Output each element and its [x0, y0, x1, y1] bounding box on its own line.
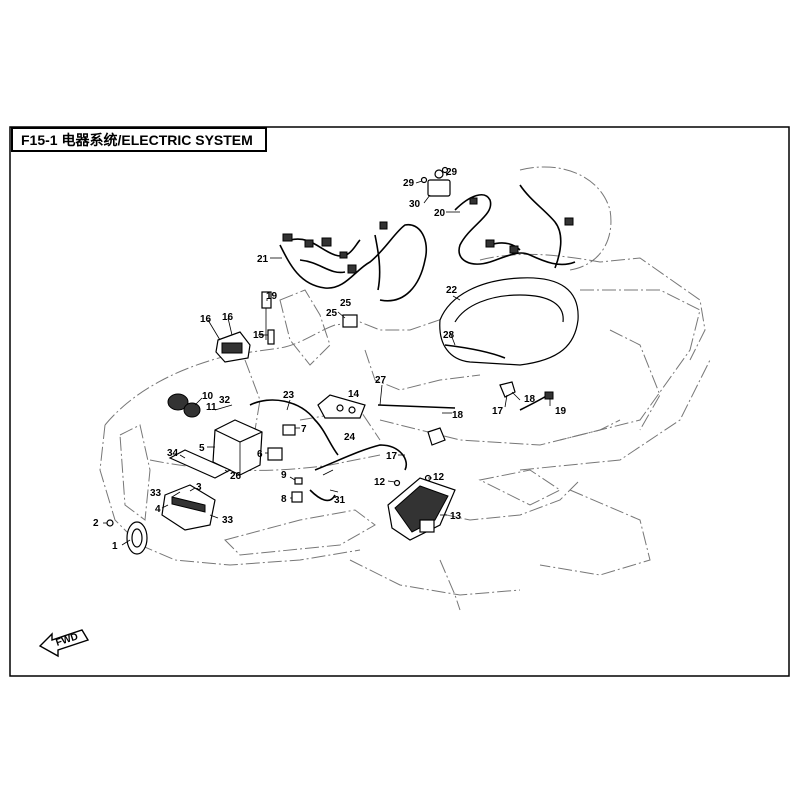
horn-screw [106, 519, 114, 527]
callout-30: 30 [409, 199, 421, 210]
sheet-border [9, 126, 790, 677]
callout-10: 10 [202, 391, 214, 402]
callout-27: 27 [375, 375, 387, 386]
callout-19b: 19 [555, 406, 567, 417]
control-unit [215, 331, 251, 363]
callout-29a: 29 [403, 178, 415, 189]
callout-5: 5 [199, 443, 205, 454]
horn [126, 521, 148, 555]
callout-33b: 33 [222, 515, 234, 526]
callout-16b: 16 [222, 312, 234, 323]
callout-28: 28 [443, 330, 455, 341]
speedometer-cable [444, 344, 506, 359]
callout-labels: 1 2 3 4 5 6 7 8 9 10 11 12 12 13 14 15 1… [93, 167, 567, 552]
ground-cable [314, 444, 407, 471]
callout-12b: 12 [433, 472, 445, 483]
seat [439, 277, 579, 366]
callout-9: 9 [281, 470, 287, 481]
screw-set [393, 474, 432, 487]
callout-17b: 17 [386, 451, 398, 462]
relay-component [427, 169, 451, 197]
callout-6: 6 [257, 449, 263, 460]
sensor-head [544, 391, 554, 400]
forward-direction-arrow: FWD [38, 629, 90, 658]
switch-assembly [317, 394, 366, 419]
callout-18a: 18 [524, 394, 536, 405]
battery-tray [168, 449, 232, 479]
diagram-title: F15-1 电器系统/ELECTRIC SYSTEM [21, 131, 253, 148]
callout-29b: 29 [446, 167, 458, 178]
main-wiring-harness [279, 221, 427, 302]
sensor-component [267, 329, 275, 345]
callout-22: 22 [446, 285, 458, 296]
relay-set [167, 393, 201, 418]
small-relay [282, 424, 296, 436]
battery [212, 419, 263, 476]
small-components [291, 477, 303, 503]
callout-34: 34 [167, 448, 179, 459]
relay-screws [420, 166, 449, 184]
harness-branch [309, 489, 336, 502]
rear-wiring-harness [454, 184, 576, 269]
callout-23: 23 [283, 390, 295, 401]
callout-11: 11 [206, 402, 217, 413]
sensor-right-group [427, 381, 516, 446]
callout-13: 13 [450, 511, 462, 522]
callout-21: 21 [257, 254, 269, 265]
callout-31: 31 [334, 495, 346, 506]
callout-15: 15 [253, 330, 265, 341]
callout-32: 32 [219, 395, 231, 406]
callout-25b: 25 [326, 308, 338, 319]
callout-1: 1 [112, 541, 118, 552]
callout-14: 14 [348, 389, 360, 400]
callout-18b: 18 [452, 410, 464, 421]
callout-2: 2 [93, 518, 99, 529]
rod-component [377, 404, 456, 409]
leader-lines [103, 171, 551, 546]
title-box: F15-1 电器系统/ELECTRIC SYSTEM [11, 127, 267, 152]
voltage-regulator [387, 477, 456, 541]
vehicle-body-outline [99, 166, 711, 611]
callout-20: 20 [434, 208, 446, 219]
callout-16a: 16 [200, 314, 212, 325]
callout-7: 7 [301, 424, 307, 435]
battery-cable [249, 399, 339, 456]
connector-component [342, 314, 358, 328]
starter-relay [267, 447, 283, 461]
callout-25a: 25 [340, 298, 352, 309]
callout-19a: 19 [266, 291, 278, 302]
callout-26: 26 [230, 471, 242, 482]
fuse-box [161, 484, 216, 531]
callout-24: 24 [344, 432, 356, 443]
callout-17a: 17 [492, 406, 504, 417]
callout-4: 4 [155, 504, 161, 515]
callout-8: 8 [281, 494, 287, 505]
callout-33a: 33 [150, 488, 162, 499]
callout-3: 3 [196, 482, 202, 493]
callout-12a: 12 [374, 477, 386, 488]
